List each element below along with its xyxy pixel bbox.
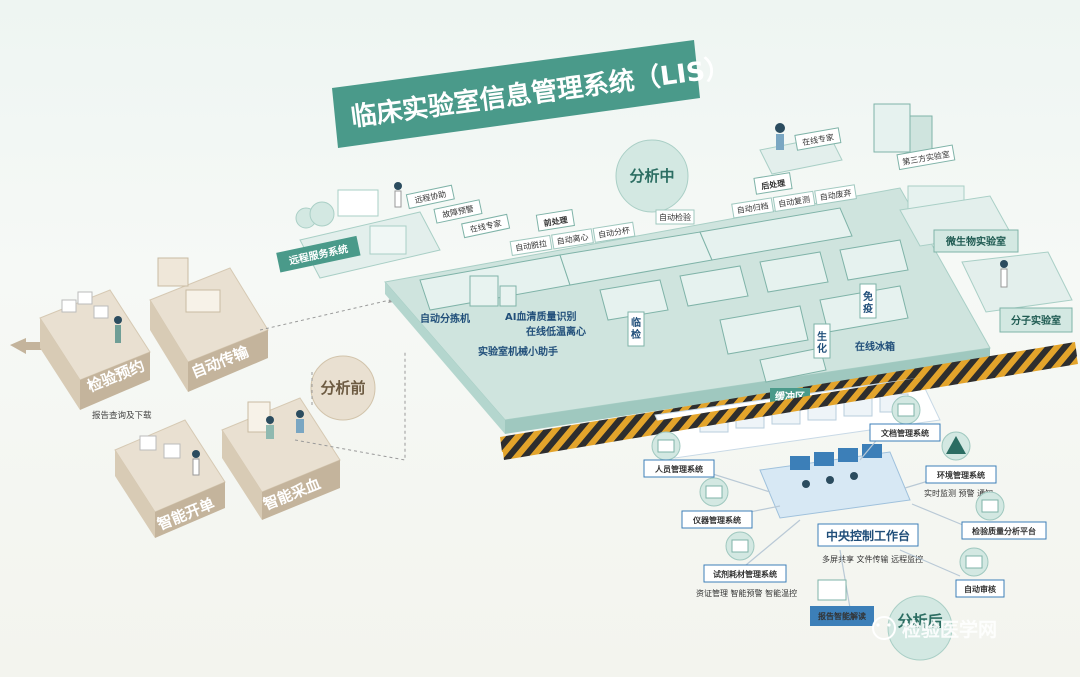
pre-analysis-area: 检验预约 自动传输 报告查询及下载 智能开单 — [10, 257, 406, 538]
pre-process-item: 自动分杯 — [597, 225, 630, 240]
instrument-system: 仪器管理系统 — [681, 477, 753, 529]
quality-label: 检验质量分析平台 — [972, 526, 1036, 536]
dept-tag-char: 临检 — [631, 316, 641, 341]
floor-labels: 自动分拣机 AI血清质量识别 在线低温离心 实验室机械小助手 在线冰箱 — [420, 310, 895, 358]
patient-icon — [296, 410, 304, 418]
personnel-system: 人员管理系统 — [643, 431, 715, 478]
pre-process-group: 前处理 自动脱拉 自动离心 自动分杯 — [509, 209, 636, 257]
online-expert-group: 在线专家 — [759, 123, 843, 175]
report-icon — [817, 579, 847, 601]
reagent-system: 试剂耗材管理系统 资证管理 智能预警 智能温控 — [696, 531, 797, 598]
remote-service-group: 远程服务系统 远程协助 故障预警 在线专家 — [276, 182, 511, 279]
auto-review: 自动审核 — [955, 547, 1005, 598]
warning-icon — [946, 436, 966, 454]
dept-tag-biochem: 生化 — [817, 330, 827, 355]
personnel-label: 人员管理系统 — [655, 464, 703, 474]
step-block-blood-draw: 智能采血 — [221, 397, 341, 520]
nurse-icon — [266, 416, 274, 424]
watermark: 检验医学网 — [872, 616, 997, 641]
cloud-icon — [309, 201, 335, 227]
entry-arrow-icon — [10, 338, 44, 354]
micro-lab-label: 微生物实验室 — [945, 235, 1006, 248]
post-process-item: 自动归档 — [736, 201, 769, 216]
pre-process-item: 自动离心 — [556, 231, 589, 246]
floor-label: AI血清质量识别 — [505, 310, 576, 323]
hub-post-analysis: 分析后 — [887, 595, 953, 661]
molecular-lab-group: 分子实验室 — [961, 251, 1073, 333]
environment-label: 环境管理系统 — [937, 470, 985, 480]
analysis-area: 分析中 前处理 自动脱拉 自动离心 自动分杯 自动检验 后处理 自动归档 自动复… — [276, 103, 1073, 434]
post-analysis-area: 中央控制工作台 多屏共享 文件传输 远程监控 人员管理系统 仪器管理 — [643, 395, 1047, 661]
dept-tag-immuno: 免疫 — [863, 290, 873, 315]
document-system: 文档管理系统 — [869, 395, 941, 442]
scientist-icon — [1000, 260, 1008, 268]
pre-process-item: 自动脱拉 — [514, 238, 547, 253]
hub-pre-analysis: 分析前 — [310, 355, 376, 421]
expert-icon — [775, 123, 785, 133]
title-banner: 临床实验室信息管理系统（LIS） — [332, 40, 733, 148]
auto-check-group: 自动检验 — [655, 209, 695, 225]
quality-platform: 检验质量分析平台 — [961, 491, 1047, 540]
hub-mid-label: 分析中 — [629, 167, 674, 185]
person-icon — [114, 316, 122, 324]
hub-post-label: 分析后 — [897, 612, 942, 630]
post-process-group: 后处理 自动归档 自动复测 自动废弃 — [731, 172, 857, 219]
step-block-order: 智能开单 — [114, 419, 226, 538]
post-process-title: 后处理 — [761, 178, 786, 192]
auto-check-label: 自动检验 — [659, 212, 691, 222]
reagent-label: 试剂耗材管理系统 — [713, 569, 777, 579]
pre-connectors — [259, 299, 406, 461]
floor-label: 实验室机械小助手 — [478, 345, 558, 358]
floor-label: 在线低温离心 — [526, 325, 586, 338]
hub-pre-label: 分析前 — [320, 379, 365, 397]
hub-analysis: 分析中 — [615, 139, 689, 213]
pre-process-title: 前处理 — [543, 214, 568, 228]
smart-report: 报告智能解读 — [810, 579, 874, 626]
step-block-appointment: 检验预约 — [39, 289, 151, 410]
dept-tags: 临检 生化 免疫 — [627, 283, 877, 359]
central-console: 中央控制工作台 多屏共享 文件传输 远程监控 — [759, 444, 923, 564]
post-process-item: 自动废弃 — [819, 187, 852, 202]
micro-lab-group: 微生物实验室 — [899, 195, 1019, 253]
molecular-lab-label: 分子实验室 — [1011, 314, 1061, 327]
document-label: 文档管理系统 — [881, 428, 929, 438]
post-process-item: 自动复测 — [777, 194, 810, 209]
hazard-stripe-lower — [502, 352, 1078, 460]
third-party-lab-group: 第三方实验室 — [873, 103, 965, 217]
central-features: 多屏共享 文件传输 远程监控 — [822, 554, 923, 564]
auto-review-label: 自动审核 — [964, 584, 996, 594]
floor-label: 在线冰箱 — [855, 340, 895, 353]
watermark-text: 检验医学网 — [902, 618, 997, 641]
environment-features: 实时监测 预警 通知 — [924, 488, 993, 498]
doctor-icon — [192, 450, 200, 458]
step-block-transport: 自动传输 — [149, 257, 269, 392]
floor-label: 自动分拣机 — [420, 312, 470, 325]
smart-report-label: 报告智能解读 — [818, 611, 866, 621]
report-query-note: 报告查询及下载 — [92, 410, 152, 421]
environment-system: 环境管理系统 实时监测 预警 通知 — [924, 431, 997, 498]
reagent-features: 资证管理 智能预警 智能温控 — [696, 588, 797, 598]
instrument-label: 仪器管理系统 — [692, 515, 741, 525]
central-console-label: 中央控制工作台 — [826, 528, 910, 543]
engineer-icon — [394, 182, 402, 190]
wechat-icon — [872, 616, 896, 640]
